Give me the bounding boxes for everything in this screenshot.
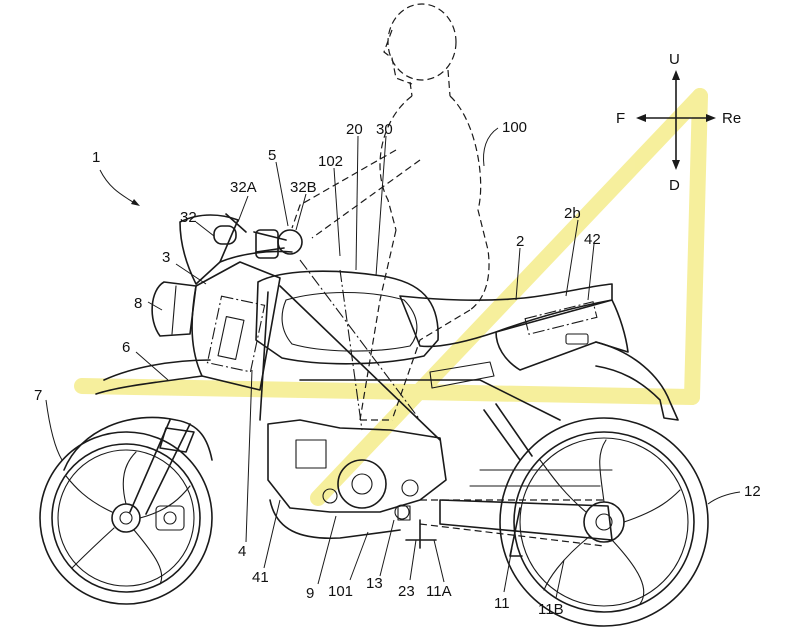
label-20: 20	[346, 121, 363, 138]
label-41: 41	[252, 569, 269, 586]
label-11A: 11A	[426, 583, 452, 600]
label-13: 13	[366, 575, 383, 592]
label-101: 101	[328, 583, 353, 600]
label-42: 42	[584, 231, 601, 248]
label-12: 12	[744, 483, 761, 500]
mirror-stalk	[226, 214, 246, 232]
rear-shock	[484, 404, 532, 460]
handlebar-assembly	[214, 214, 302, 262]
direction-rear-label: Re	[722, 110, 741, 127]
rider-head	[388, 4, 456, 80]
label-vehicle: 1	[92, 149, 100, 166]
front-cowl	[96, 215, 280, 394]
engine-crank	[338, 460, 386, 508]
label-4: 4	[238, 543, 246, 560]
highlight-vertical-band	[692, 96, 700, 397]
label-2b: 2b	[564, 205, 581, 222]
swingarm	[440, 500, 612, 540]
label-11: 11	[494, 595, 510, 612]
rear-fender	[596, 342, 678, 420]
direction-down-label: D	[669, 177, 680, 194]
label-11B: 11B	[538, 601, 564, 618]
tail-light	[566, 334, 588, 344]
label-rider: 100	[502, 119, 527, 136]
label-32B: 32B	[290, 179, 317, 196]
cowl-duct	[218, 317, 244, 360]
drive-chain	[420, 500, 604, 546]
label-30: 30	[376, 121, 393, 138]
label-3: 3	[162, 249, 170, 266]
label-8: 8	[134, 295, 142, 312]
label-32A: 32A	[230, 179, 257, 196]
label-5: 5	[268, 147, 276, 164]
label-23: 23	[398, 583, 415, 600]
main-frame	[260, 286, 560, 440]
side-cowl	[192, 262, 280, 390]
reference-labels: 1 100 32A 32B 5 102 20 30 32 3 8 6 7 2b …	[34, 119, 761, 618]
leader-lines	[46, 128, 740, 598]
label-32: 32	[180, 209, 197, 226]
rider-torso	[380, 96, 489, 310]
label-102: 102	[318, 153, 343, 170]
direction-up-label: U	[669, 51, 680, 68]
label-6: 6	[122, 339, 130, 356]
rear-wheel	[500, 418, 708, 626]
direction-front-label: F	[616, 110, 625, 127]
label-9: 9	[306, 585, 314, 602]
front-brake-caliper	[156, 506, 184, 530]
highlight-diagonal-band	[318, 96, 700, 498]
rider-neck	[410, 70, 450, 96]
label-2: 2	[516, 233, 524, 250]
mirror	[214, 226, 236, 244]
highlight-horizontal-band	[82, 386, 692, 397]
front-wheel	[40, 432, 212, 604]
front-fork	[64, 417, 212, 514]
label-7: 7	[34, 387, 42, 404]
